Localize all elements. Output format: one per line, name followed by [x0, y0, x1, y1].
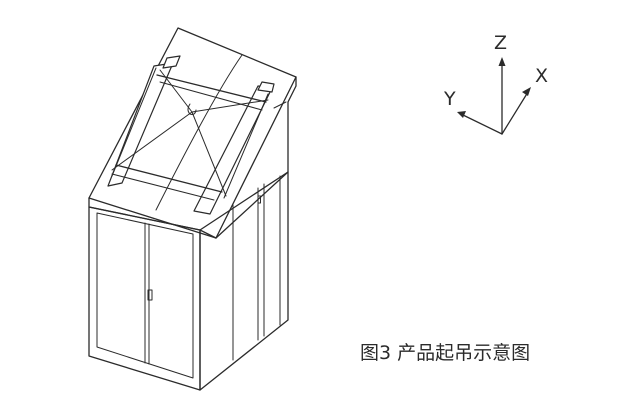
y-axis-line: [462, 114, 503, 135]
sling-rope: [191, 111, 227, 197]
left-beam-cap: [162, 55, 181, 69]
top-cross-bar: [156, 74, 267, 103]
roof-ridge-line: [155, 54, 243, 211]
figure-caption: 图3 产品起吊示意图: [360, 342, 531, 364]
lifting-rig: [107, 55, 275, 215]
sling-rope: [111, 111, 193, 171]
right-beam-cap: [257, 81, 275, 93]
y-axis-arrowhead: [457, 111, 466, 118]
coordinate-axes: [457, 57, 531, 135]
cabinet-side-face: [199, 171, 289, 391]
sling-rope-edge: [111, 67, 157, 177]
bottom-cross-bar: [115, 164, 223, 193]
roof-side-edge: [273, 101, 287, 109]
roof-top-surface: [88, 27, 297, 239]
top-cross-bar-lower: [159, 81, 263, 111]
y-axis-label: Y: [444, 88, 456, 110]
front-door-handle: [147, 289, 153, 301]
cabinet-body: [88, 171, 289, 391]
sling-rope-edge: [223, 93, 269, 199]
z-axis-arrowhead: [498, 57, 506, 66]
left-lifting-beam: [107, 62, 174, 187]
roof-front-eave: [88, 197, 217, 239]
lifting-hook: [187, 103, 197, 115]
front-door-frame: [96, 212, 194, 379]
z-axis-label: Z: [494, 32, 508, 54]
bottom-cross-bar-lower: [111, 173, 215, 201]
cabinet-roof: [88, 27, 297, 239]
roof-side-eave: [215, 76, 297, 239]
sling-rope: [191, 99, 269, 113]
x-axis-arrowhead: [522, 87, 531, 96]
sling-rope: [159, 69, 193, 113]
x-axis-label: X: [535, 65, 549, 87]
x-axis-line: [501, 91, 529, 135]
